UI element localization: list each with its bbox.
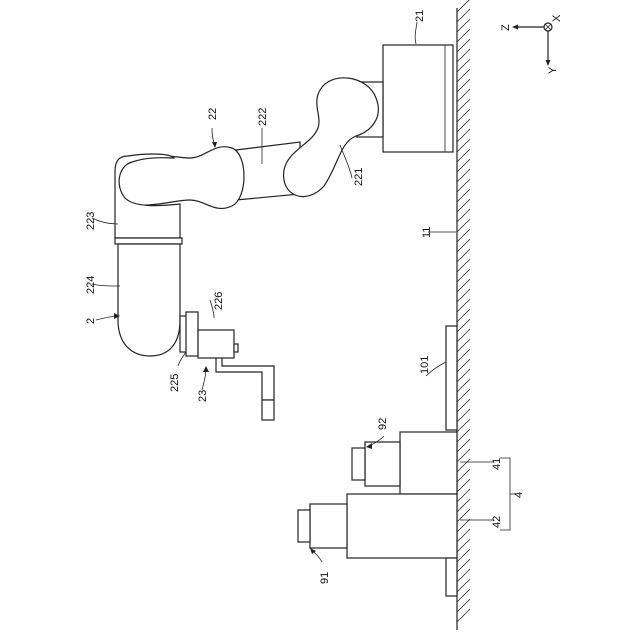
- hatch-line: [457, 439, 470, 452]
- hatch-line: [457, 19, 470, 32]
- hatch-line: [457, 579, 470, 592]
- coordinate-axes: Z X Y: [500, 14, 563, 74]
- hatch-line: [457, 179, 470, 192]
- hatch-line: [457, 459, 470, 472]
- hatch-line: [457, 529, 470, 542]
- label-41: 41: [491, 458, 503, 470]
- hatch-line: [457, 379, 470, 392]
- hatch-line: [457, 119, 470, 132]
- hatch-line: [457, 239, 470, 252]
- hatch-line: [457, 359, 470, 372]
- hatch-line: [457, 0, 470, 12]
- label-221: 221: [353, 168, 365, 186]
- unit-41: [352, 432, 457, 494]
- hatch-line: [457, 339, 470, 352]
- label-101: 101: [419, 356, 431, 374]
- hatch-line: [457, 519, 470, 532]
- hatch-line: [457, 569, 470, 582]
- hatch-line: [457, 349, 470, 362]
- hatch-line: [457, 259, 470, 272]
- hatch-line: [457, 369, 470, 382]
- label-92: 92: [377, 418, 389, 430]
- hatch-line: [457, 499, 470, 512]
- link-224: [118, 244, 180, 356]
- hatch-line: [457, 199, 470, 212]
- hatch-line: [457, 389, 470, 402]
- hatch-line: [457, 419, 470, 432]
- label-224: 224: [85, 276, 97, 294]
- hatch-line: [457, 109, 470, 122]
- axis-x-label: X: [551, 14, 563, 22]
- label-22: 22: [207, 108, 219, 120]
- hatch-line: [457, 89, 470, 102]
- label-11: 11: [421, 227, 433, 238]
- hatch-line: [457, 319, 470, 332]
- hatch-line: [457, 129, 470, 142]
- hatch-line: [457, 29, 470, 42]
- hatch-line: [457, 549, 470, 562]
- label-223: 223: [85, 212, 97, 230]
- hatch-line: [457, 399, 470, 412]
- hatch-line: [457, 299, 470, 312]
- hatch-line: [457, 209, 470, 222]
- hatch-line: [457, 479, 470, 492]
- hatch-line: [457, 269, 470, 282]
- hatch-line: [457, 559, 470, 572]
- hatch-line: [457, 189, 470, 202]
- hand-gripper: [216, 358, 274, 420]
- hatch-line: [457, 159, 470, 172]
- hatch-line: [457, 49, 470, 62]
- label-225: 225: [169, 374, 181, 392]
- label-226: 226: [213, 292, 225, 310]
- hatch-line: [457, 79, 470, 92]
- hatch-line: [457, 279, 470, 292]
- hatch-line: [457, 149, 470, 162]
- hatch-line: [457, 309, 470, 322]
- hatch-line: [457, 169, 470, 182]
- hatch-line: [457, 289, 470, 302]
- hatch-line: [457, 99, 470, 112]
- hatch-line: [457, 229, 470, 242]
- axis-z-label: Z: [500, 24, 512, 31]
- label-4: 4: [513, 492, 525, 498]
- hatch-line: [457, 249, 470, 262]
- hatch-line: [457, 139, 470, 152]
- hatch-line: [457, 39, 470, 52]
- hatch-line: [457, 429, 470, 442]
- hatch-line: [457, 219, 470, 232]
- label-222: 222: [257, 108, 269, 126]
- label-23: 23: [197, 390, 209, 402]
- hatch-line: [457, 59, 470, 72]
- label-2: 2: [85, 318, 97, 324]
- axis-y-label: Y: [547, 66, 559, 74]
- label-21: 21: [414, 10, 426, 22]
- label-91: 91: [319, 572, 331, 584]
- floor-surface: [457, 0, 470, 630]
- hatch-line: [457, 449, 470, 462]
- hatch-line: [457, 609, 470, 622]
- hatch-line: [457, 329, 470, 342]
- hatch-line: [457, 589, 470, 602]
- hatch-line: [457, 599, 470, 612]
- hatch-line: [457, 409, 470, 422]
- hatch-line: [457, 69, 470, 82]
- label-42: 42: [491, 516, 503, 528]
- hatch-line: [457, 469, 470, 482]
- wrist-flange: [180, 312, 238, 358]
- hatch-line: [457, 539, 470, 552]
- hatch-line: [457, 9, 470, 22]
- hatch-line: [457, 489, 470, 502]
- plate-101: [446, 326, 457, 430]
